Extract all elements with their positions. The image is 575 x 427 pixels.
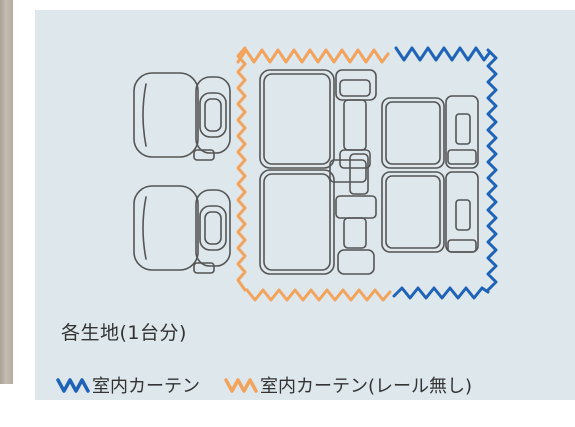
fabric-caption: 各生地(1台分)	[61, 322, 187, 344]
legend-item-curtain-no-rail: 室内カーテン(レール無し)	[224, 372, 472, 398]
center-console	[329, 153, 369, 195]
blue-curtain-top	[394, 46, 492, 62]
legend: 室内カーテン 室内カーテン(レール無し)	[56, 372, 472, 398]
blue-curtain-right	[486, 48, 498, 292]
zigzag-orange-icon	[224, 378, 258, 393]
seats	[133, 69, 479, 275]
front-seat-upper	[133, 72, 231, 161]
legend-label-curtain-no-rail: 室内カーテン(レール無し)	[260, 376, 473, 397]
middle-seat-upper	[259, 69, 377, 169]
blue-curtain-bottom	[392, 286, 490, 300]
legend-label-curtain: 室内カーテン	[92, 376, 200, 397]
middle-seat-lower	[259, 169, 377, 275]
orange-curtain-lines	[236, 46, 392, 302]
orange-curtain-top	[236, 48, 390, 64]
orange-curtain-left	[236, 46, 247, 292]
blue-curtain-lines	[392, 46, 498, 300]
rear-seat-lower	[381, 171, 479, 253]
front-seat-lower	[133, 185, 231, 274]
legend-item-curtain: 室内カーテン	[56, 372, 200, 398]
background-wall-strip	[0, 0, 13, 384]
orange-curtain-bottom	[245, 288, 392, 302]
zigzag-blue-icon	[56, 378, 90, 393]
rear-seat-upper	[381, 95, 479, 169]
diagram-panel	[35, 10, 575, 400]
